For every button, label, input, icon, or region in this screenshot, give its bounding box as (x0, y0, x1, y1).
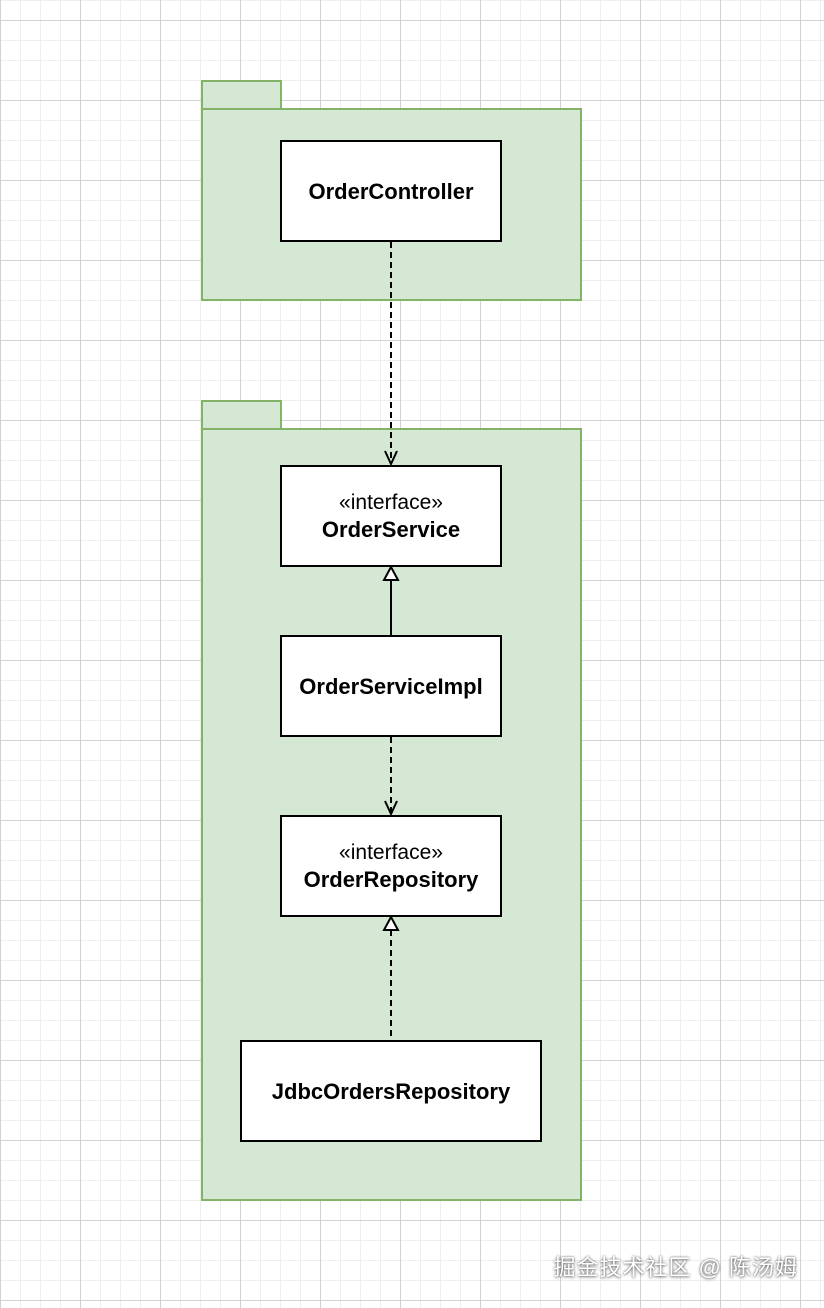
order-service-interface[interactable]: «interface» OrderService (280, 465, 502, 567)
realization-jdbc-to-repository (382, 914, 400, 1040)
realization-impl-to-service (382, 564, 400, 635)
order-controller-name: OrderController (308, 178, 474, 204)
order-service-impl-class[interactable]: OrderServiceImpl (280, 635, 502, 737)
order-repository-name: OrderRepository (303, 866, 479, 892)
jdbc-orders-repository-name: JdbcOrdersRepository (271, 1078, 511, 1104)
dependency-controller-to-service (384, 242, 398, 467)
order-service-stereotype: «interface» (339, 490, 443, 514)
watermark-text: 掘金技术社区 @ 陈汤姆 (553, 1255, 798, 1280)
order-service-name: OrderService (321, 516, 461, 542)
order-repository-stereotype: «interface» (339, 840, 443, 864)
order-controller-class[interactable]: OrderController (280, 140, 502, 242)
order-service-impl-name: OrderServiceImpl (299, 673, 483, 699)
jdbc-orders-repository-class[interactable]: JdbcOrdersRepository (240, 1040, 542, 1142)
dependency-impl-to-repository (384, 737, 398, 817)
order-repository-interface[interactable]: «interface» OrderRepository (280, 815, 502, 917)
